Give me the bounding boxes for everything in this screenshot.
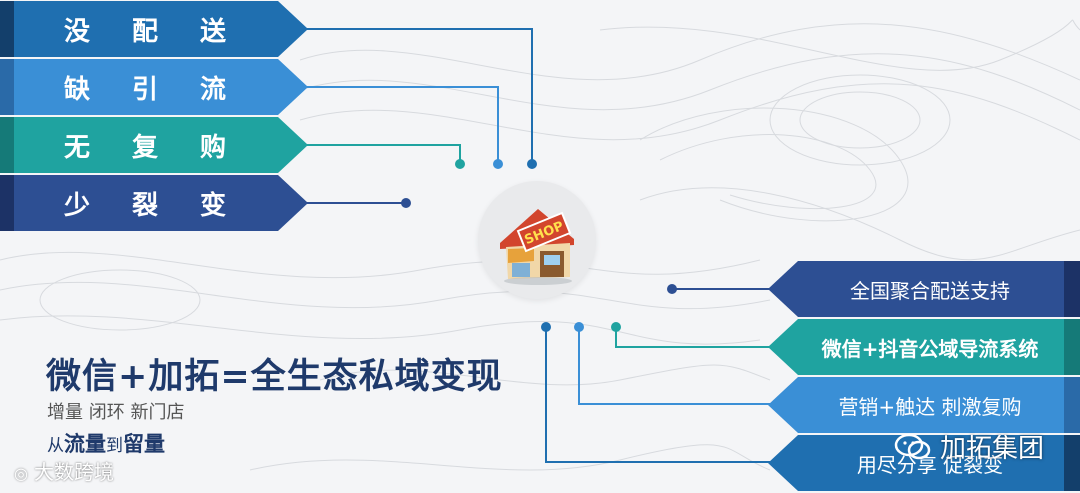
banner-edge (1064, 377, 1080, 433)
banner-char: 复 (132, 127, 200, 164)
banner-label: 营销+触达 刺激复购 (798, 391, 1062, 420)
watermark-left: ◎ 大数跨境 (14, 456, 114, 485)
tagline-part: 从 (47, 436, 64, 456)
watermark-right: 加拓集团 (894, 428, 1044, 465)
tagline-emphasis: 留量 (123, 432, 165, 456)
banner-char: 购 (200, 127, 268, 164)
banner-label: 全国聚合配送支持 (798, 275, 1062, 304)
banner-edge (1064, 261, 1080, 317)
banner-char: 配 (132, 11, 200, 48)
shop-icon: SHOP (478, 181, 596, 299)
watermark-left-text: 大数跨境 (34, 460, 114, 484)
banner-edge (1064, 435, 1080, 491)
tagline-emphasis: 流量 (64, 432, 106, 456)
banner-edge (0, 59, 14, 115)
shop-circle: SHOP (478, 181, 596, 299)
tagline-part: 到 (106, 436, 123, 456)
banner-char: 送 (200, 11, 268, 48)
slogan: 微信+加拓=全生态私域变现 (46, 348, 503, 399)
weibo-icon: ◎ (14, 464, 28, 483)
tagline: 从流量到留量 (47, 428, 165, 458)
banner-no-delivery: 没 配 送 (0, 1, 308, 57)
banner-char: 无 (64, 127, 132, 164)
banner-no-repurchase: 无 复 购 (0, 117, 308, 173)
watermark-right-text: 加拓集团 (940, 428, 1044, 465)
banner-label: 微信+抖音公域导流系统 (798, 333, 1062, 362)
banner-no-traffic: 缺 引 流 (0, 59, 308, 115)
banner-little-fission: 少 裂 变 (0, 175, 308, 231)
banner-char: 缺 (64, 69, 132, 106)
banner-edge (0, 117, 14, 173)
banner-char: 没 (64, 11, 132, 48)
subtitle: 增量 闭环 新门店 (47, 398, 184, 424)
banner-char: 引 (132, 69, 200, 106)
banner-edge (0, 175, 14, 231)
banner-char: 变 (200, 185, 268, 222)
banner-char: 裂 (132, 185, 200, 222)
banner-traffic-system: 微信+抖音公域导流系统 (768, 319, 1080, 375)
wechat-icon (894, 432, 932, 462)
banner-edge (0, 1, 14, 57)
banner-char: 流 (200, 69, 268, 106)
banner-edge (1064, 319, 1080, 375)
banner-char: 少 (64, 185, 132, 222)
banner-national-delivery: 全国聚合配送支持 (768, 261, 1080, 317)
banner-marketing-repurchase: 营销+触达 刺激复购 (768, 377, 1080, 433)
